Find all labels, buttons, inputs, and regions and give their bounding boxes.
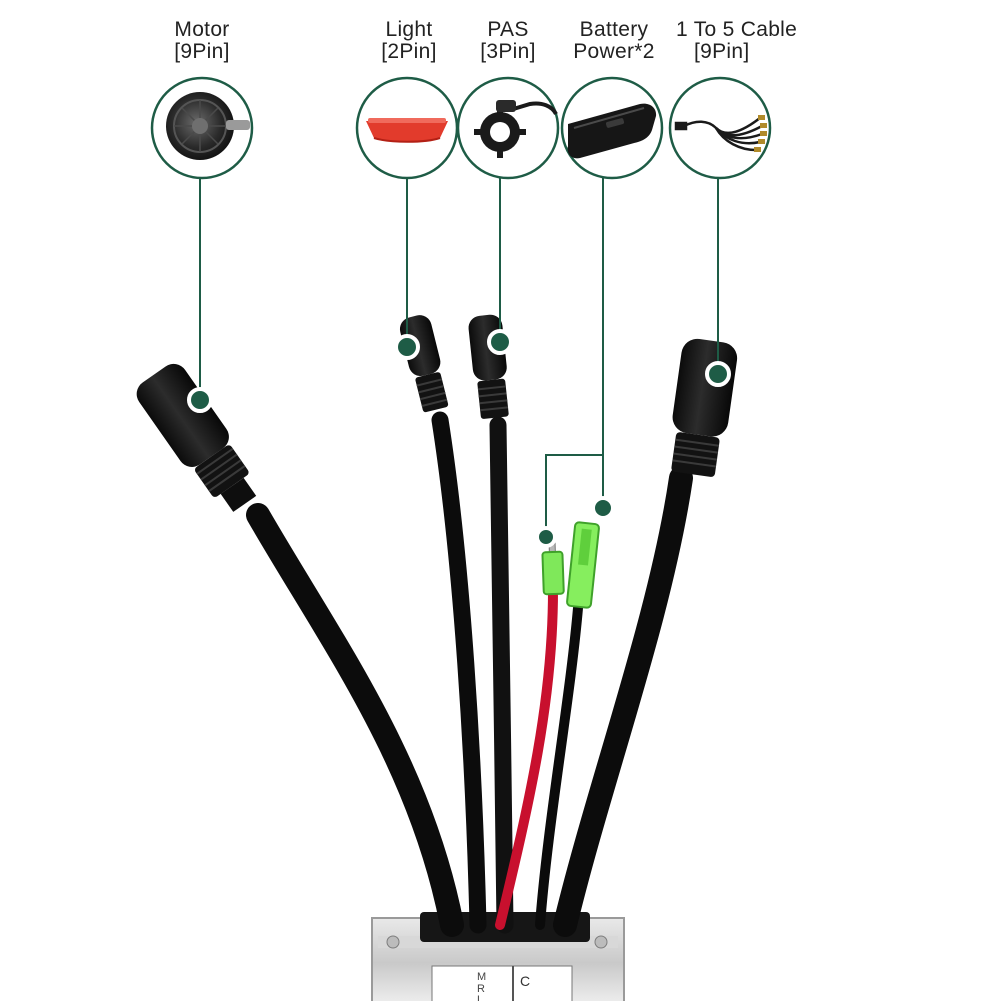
light-cable — [431, 411, 487, 934]
cable-splitter-connector — [671, 338, 738, 477]
cable-callout-circle — [668, 76, 772, 180]
callout-title: Battery — [579, 18, 649, 41]
screw-icon — [386, 935, 400, 949]
sticker-divider — [512, 966, 514, 1001]
sticker-text: R — [477, 983, 485, 995]
light-connector — [399, 315, 449, 413]
pas-connector — [468, 314, 509, 419]
battery-negative-terminal — [566, 521, 600, 609]
callout-label-pas: PAS [3Pin] — [460, 19, 556, 63]
battery-positive-marker-dot — [535, 526, 557, 548]
pas-sensor-icon — [474, 100, 558, 158]
callout-label-cable: 1 To 5 Cable [9Pin] — [676, 19, 816, 63]
leader-dots — [187, 329, 731, 548]
cable-marker-dot — [705, 361, 731, 387]
callout-title: Motor — [174, 18, 230, 41]
motor-cable — [246, 503, 464, 937]
callout-title: 1 To 5 Cable — [676, 18, 798, 41]
screw-icon — [594, 935, 608, 949]
battery-leader-line — [545, 178, 604, 535]
callout-title: PAS — [487, 18, 529, 41]
cable-splitter-wire — [553, 466, 693, 937]
callout-subtitle: [3Pin] — [480, 40, 536, 63]
sticker-text: L — [477, 994, 483, 1001]
pas-marker-dot — [487, 329, 513, 355]
callout-subtitle: [9Pin] — [694, 40, 750, 63]
pas-cable — [489, 416, 514, 934]
controller-sticker — [431, 965, 573, 1001]
callout-subtitle: Power*2 — [573, 40, 655, 63]
sticker-text: M — [477, 971, 486, 983]
tail-light-icon — [366, 118, 448, 143]
battery-icon — [567, 103, 657, 159]
motor-marker-dot — [187, 387, 213, 413]
battery-negative-marker-dot — [591, 496, 615, 520]
motor-connector — [136, 363, 257, 512]
battery-negative-wire — [535, 603, 583, 930]
splitter-cable-icon — [674, 115, 767, 152]
callout-label-motor: Motor [9Pin] — [152, 19, 252, 63]
light-marker-dot — [394, 334, 420, 360]
hub-motor-icon — [166, 92, 250, 160]
cables — [246, 411, 693, 937]
leader-lines — [199, 178, 719, 535]
callout-title: Light — [385, 18, 433, 41]
callout-subtitle: [2Pin] — [381, 40, 437, 63]
callout-label-light: Light [2Pin] — [360, 19, 458, 63]
sticker-text: C — [520, 973, 530, 989]
callout-label-battery: Battery Power*2 — [558, 19, 670, 63]
callout-subtitle: [9Pin] — [174, 40, 230, 63]
battery-positive-wire — [495, 585, 558, 930]
